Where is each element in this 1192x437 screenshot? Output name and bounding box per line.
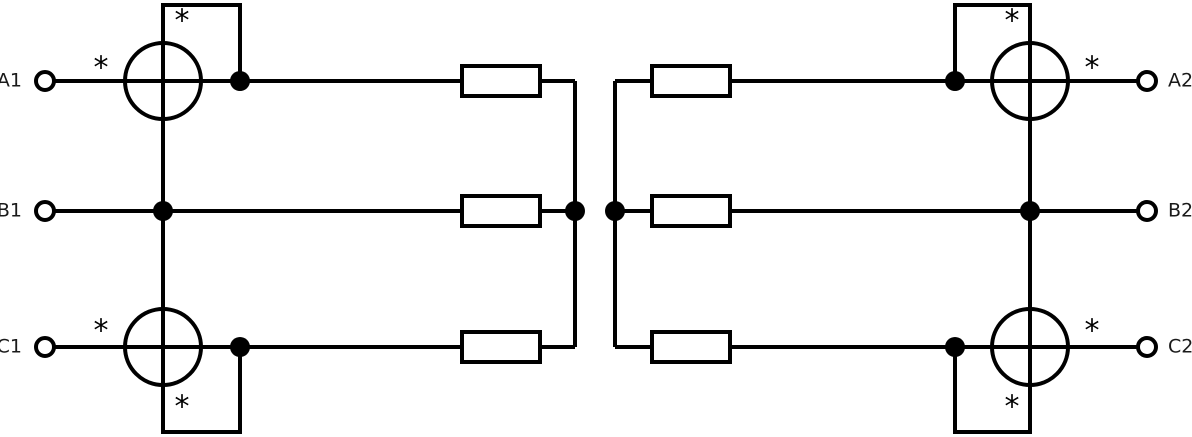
junction-dot-a2-tap [945, 71, 965, 91]
polarity-mark-c2-line: * [1085, 314, 1100, 349]
terminal-label-c2: C2 [1168, 336, 1192, 358]
polarity-mark-a1-top: * [175, 4, 190, 39]
junction-dot-b2-tap [1020, 201, 1040, 221]
terminal-label-a1: A1 [0, 70, 22, 92]
junction-dot-left-bus [565, 201, 585, 221]
wire-a2-polarity-bracket [953, 3, 1032, 81]
terminal-label-b1: B1 [0, 200, 22, 222]
right-network: A2 B2 C2 * * * * [605, 3, 1192, 434]
terminal-c1[interactable] [34, 336, 56, 358]
polarity-mark-a2-line: * [1085, 51, 1100, 86]
junction-dot-a1-tap [230, 71, 250, 91]
left-network: A1 B1 C1 * * * * [0, 3, 585, 434]
polarity-mark-c2-bottom: * [1005, 390, 1020, 425]
resistor-c1[interactable] [460, 330, 542, 364]
terminal-a1[interactable] [34, 70, 56, 92]
terminal-label-c1: C1 [0, 336, 22, 358]
polarity-mark-c1-bottom: * [175, 390, 190, 425]
terminal-a2[interactable] [1136, 70, 1158, 92]
terminal-b2[interactable] [1136, 200, 1158, 222]
resistor-a2[interactable] [650, 64, 732, 98]
polarity-mark-a2-top: * [1005, 4, 1020, 39]
terminal-c2[interactable] [1136, 336, 1158, 358]
resistor-b1[interactable] [460, 194, 542, 228]
polarity-mark-a1-line: * [94, 51, 109, 86]
terminal-label-b2: B2 [1168, 200, 1192, 222]
junction-dot-c2-tap [945, 337, 965, 357]
resistor-a1[interactable] [460, 64, 542, 98]
resistor-b2[interactable] [650, 194, 732, 228]
terminal-label-a2: A2 [1168, 70, 1192, 92]
wire-a1-polarity-bracket [161, 3, 242, 81]
junction-dot-right-bus [605, 201, 625, 221]
junction-dot-c1-tap [230, 337, 250, 357]
polarity-mark-c1-line: * [94, 314, 109, 349]
terminal-b1[interactable] [34, 200, 56, 222]
resistor-c2[interactable] [650, 330, 732, 364]
junction-dot-b1-tap [153, 201, 173, 221]
